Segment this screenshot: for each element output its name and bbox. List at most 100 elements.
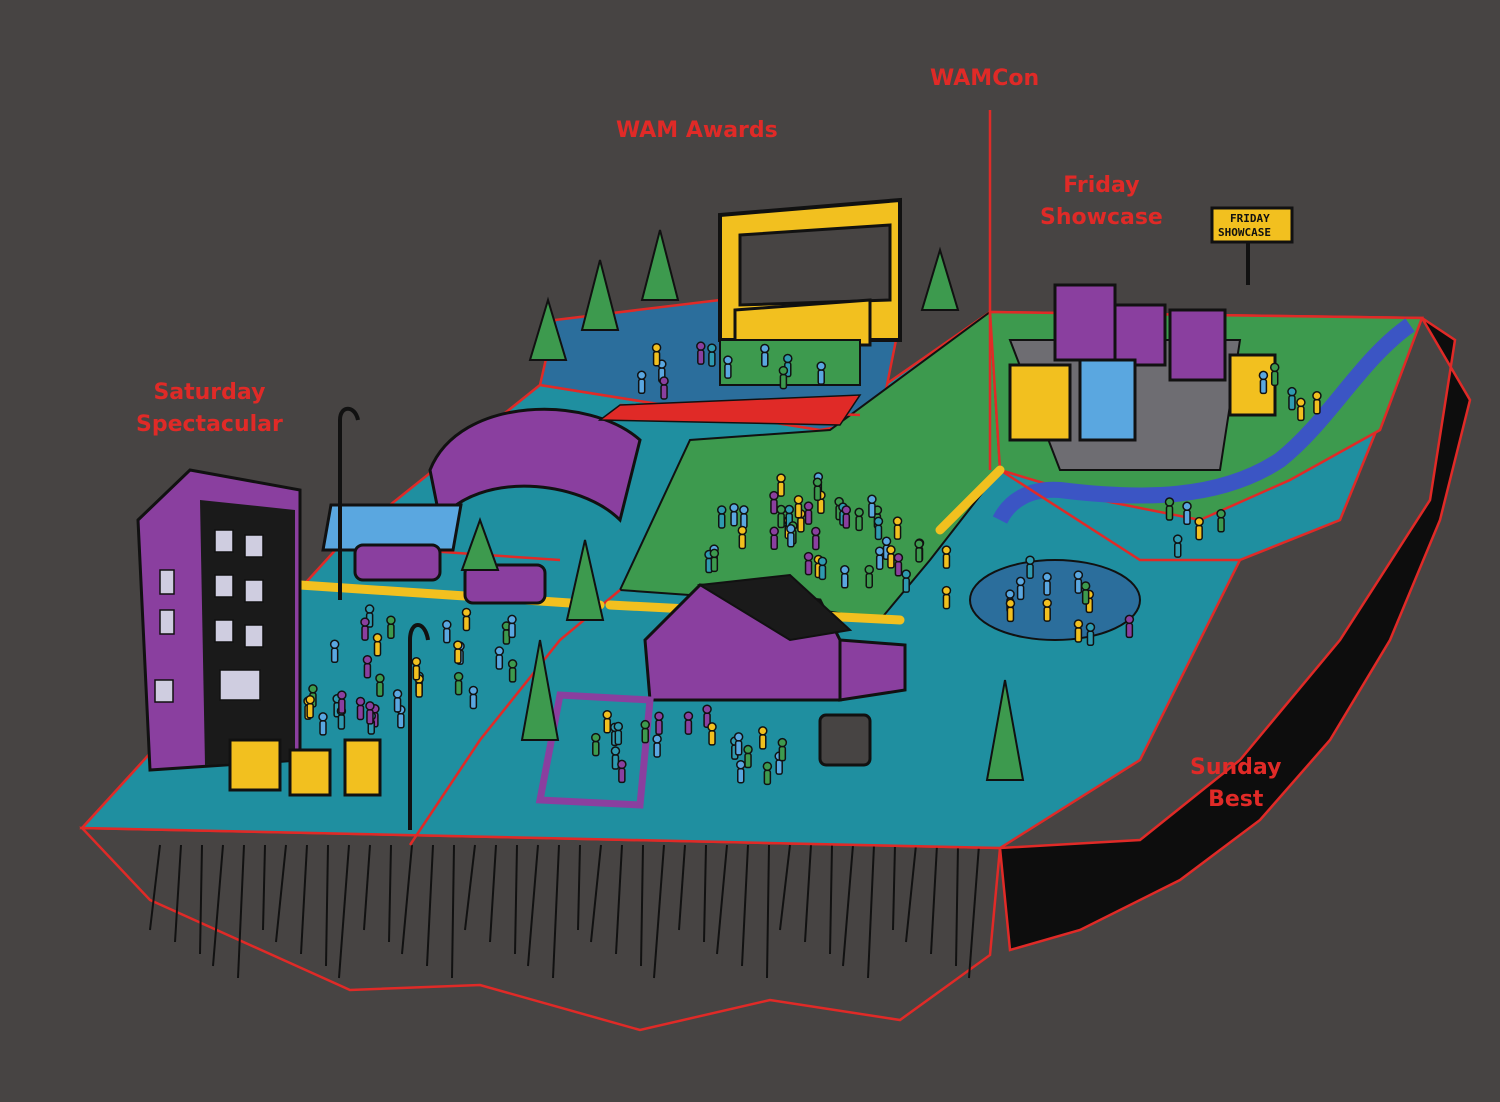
person-figure <box>709 548 720 573</box>
person-figure <box>793 494 804 519</box>
saturday-arch-stage <box>321 407 642 552</box>
person-figure <box>507 614 517 639</box>
person-figure <box>617 759 627 784</box>
person-figure <box>329 639 340 664</box>
person-figure <box>337 690 347 714</box>
friday-label-line1: Friday <box>1063 173 1140 198</box>
zone-label-sunday-best[interactable]: Sunday Best <box>1190 752 1281 816</box>
person-figure <box>453 671 464 696</box>
person-figure <box>776 504 786 529</box>
person-figure <box>760 343 770 368</box>
person-figure <box>743 744 753 769</box>
person-figure <box>841 505 852 529</box>
person-figure <box>729 502 739 527</box>
pond <box>969 559 1141 641</box>
person-figure <box>1258 370 1269 395</box>
person-figure <box>1073 619 1084 643</box>
person-figure <box>442 619 452 644</box>
person-figure <box>723 355 733 379</box>
person-figure <box>364 604 375 628</box>
zone-label-friday-showcase[interactable]: Friday Showcase <box>1040 170 1163 234</box>
person-figure <box>803 551 814 576</box>
person-figure <box>778 365 789 390</box>
person-figure <box>1080 581 1091 605</box>
person-figure <box>501 621 512 645</box>
person-figure <box>683 711 694 735</box>
trees <box>460 229 1025 781</box>
person-figure <box>1124 614 1135 639</box>
person-figure <box>375 673 385 698</box>
person-figure <box>776 473 786 497</box>
person-figure <box>654 711 664 735</box>
person-figure <box>707 343 717 367</box>
wam-awards-stage <box>718 197 902 386</box>
person-figure <box>468 685 479 710</box>
parked-cars <box>353 543 872 767</box>
person-figure <box>1073 570 1084 594</box>
person-figure <box>864 564 874 589</box>
person-figure <box>914 539 924 563</box>
person-figure <box>811 526 821 551</box>
person-figure <box>696 341 706 365</box>
person-figure <box>1296 397 1306 422</box>
person-figure <box>411 656 422 681</box>
saturday-label-line2: Spectacular <box>136 411 283 437</box>
sunday-label-line2: Best <box>1208 786 1264 812</box>
person-figure <box>786 524 796 548</box>
red-carpet <box>597 394 862 426</box>
person-figure <box>1312 390 1322 415</box>
person-figure <box>901 569 911 593</box>
person-figure <box>659 376 669 400</box>
saturday-stage-gear <box>228 738 382 797</box>
person-figure <box>651 342 662 367</box>
person-figure <box>941 585 952 610</box>
friday-sign-line2: SHOWCASE <box>1218 226 1271 239</box>
person-figure <box>494 646 505 670</box>
person-figure <box>453 640 463 664</box>
person-figure <box>736 759 746 784</box>
person-figure <box>840 565 850 589</box>
person-figure <box>733 732 744 756</box>
person-figure <box>318 712 328 736</box>
person-figure <box>816 361 826 385</box>
person-figure <box>817 556 828 581</box>
pine-tree <box>460 517 500 571</box>
person-figure <box>1269 362 1280 387</box>
person-figure <box>886 545 896 569</box>
river <box>992 318 1415 524</box>
person-figure <box>1287 386 1297 411</box>
island-cliff-front <box>79 826 1002 1032</box>
person-figure <box>762 761 773 786</box>
person-figure <box>707 722 717 746</box>
person-figure <box>1042 572 1052 596</box>
person-figure <box>362 654 373 679</box>
zone-label-saturday-spectacular[interactable]: Saturday Spectacular <box>136 377 283 441</box>
person-figure <box>640 719 650 744</box>
pine-tree <box>580 259 620 331</box>
zone-label-wam-awards[interactable]: WAM Awards <box>616 115 778 147</box>
pine-tree <box>920 246 960 311</box>
person-figure <box>777 737 788 762</box>
friday-sign-line1: FRIDAY <box>1230 212 1270 225</box>
person-figure <box>360 617 370 641</box>
person-figure <box>1085 622 1096 647</box>
person-figure <box>867 494 877 518</box>
saturday-building <box>136 468 302 772</box>
person-figure <box>1005 598 1016 623</box>
person-figure <box>892 516 903 540</box>
person-figure <box>1172 534 1183 558</box>
person-figure <box>873 516 884 541</box>
person-figure <box>461 607 472 632</box>
person-figure <box>602 709 612 734</box>
pine-tree <box>640 229 680 301</box>
person-figure <box>881 536 892 561</box>
person-figure <box>591 732 601 757</box>
person-figure <box>854 507 864 532</box>
person-figure <box>636 370 647 395</box>
person-figure <box>1194 516 1204 541</box>
person-figure <box>305 694 315 719</box>
person-figure <box>941 545 952 569</box>
zone-label-wamcon[interactable]: WAMCon <box>930 63 1039 95</box>
person-figure <box>803 501 814 525</box>
person-figure <box>1216 509 1226 533</box>
